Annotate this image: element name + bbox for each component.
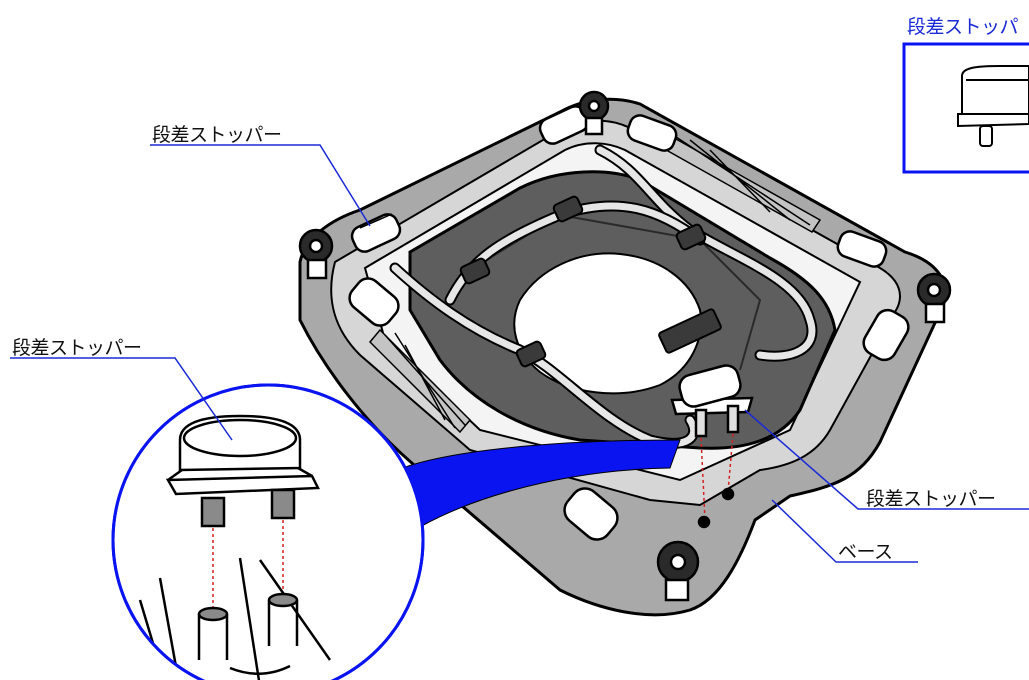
casters (298, 90, 952, 602)
caster-top (578, 90, 610, 136)
callout-wedge (377, 439, 681, 549)
leader-base (771, 499, 918, 563)
leader-lines (10, 144, 1029, 563)
tube-clamps (459, 195, 722, 368)
leader-stopper-right (744, 409, 1029, 510)
stopper-pad-3 (626, 114, 678, 152)
stopper-pad-1 (350, 213, 402, 253)
leader-stopper-left (10, 357, 233, 441)
inset-box (902, 42, 1029, 174)
side-strips (368, 129, 822, 434)
tubing (389, 144, 818, 449)
label-inset-title: 段差ストッパ (907, 16, 1019, 38)
label-step-stopper-top-left: 段差ストッパー (152, 124, 282, 146)
leader-stopper-top-left (150, 144, 371, 227)
magnified-detail (111, 383, 425, 680)
label-step-stopper-right: 段差ストッパー (866, 488, 996, 510)
stopper-pad-7 (563, 487, 619, 541)
stopper-pad-5 (862, 308, 910, 362)
stopper-exploded (670, 364, 754, 529)
caster-bottom (656, 540, 700, 602)
stopper-pad-6 (348, 277, 400, 327)
label-base: ベース (838, 541, 893, 563)
label-step-stopper-left: 段差ストッパー (12, 337, 142, 359)
stopper-pad-4 (836, 230, 888, 268)
caster-right (916, 272, 952, 324)
step-stoppers (348, 105, 910, 541)
caster-left (298, 228, 334, 280)
